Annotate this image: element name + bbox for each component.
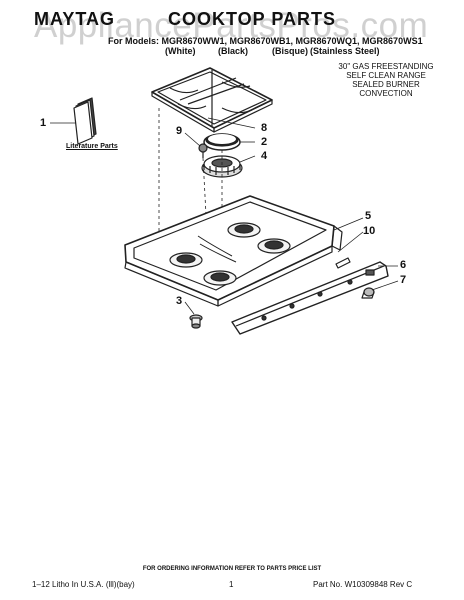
assembly-lines — [158, 108, 223, 250]
callout-3: 3 — [176, 295, 183, 307]
callout-10: 10 — [363, 225, 376, 237]
description-line: 30" GAS FREESTANDING — [338, 62, 434, 71]
leader-lines — [50, 117, 399, 315]
callout-2: 2 — [261, 136, 268, 148]
product-description: 30" GAS FREESTANDING SELF CLEAN RANGE SE… — [330, 62, 442, 98]
retaining-clip — [335, 257, 351, 269]
description-line: CONVECTION — [359, 89, 413, 98]
igniter-electrode — [198, 143, 208, 158]
cooktop-panel — [124, 195, 343, 307]
footer-litho: 1–12 Litho In U.S.A. (lll)(bay) — [32, 580, 135, 589]
page-number: 1 — [229, 580, 234, 589]
color-white: (White) — [165, 46, 196, 56]
manifold-panel — [231, 261, 389, 335]
page-title: COOKTOP PARTS — [168, 9, 337, 29]
watermark: AppliancePartsPros.com — [34, 6, 429, 45]
ordering-note: FOR ORDERING INFORMATION REFER TO PARTS … — [142, 566, 322, 572]
callout-7: 7 — [400, 274, 407, 286]
callout-9: 9 — [176, 125, 183, 137]
callout-6: 6 — [400, 259, 407, 271]
color-black: (Black) — [218, 46, 249, 56]
brand-name: MAYTAG — [34, 9, 116, 29]
models-line: For Models: MGR8670WW1, MGR8670WB1, MGR8… — [108, 36, 423, 46]
callout-1: 1 — [40, 117, 47, 129]
color-bisque: (Bisque) — [272, 46, 308, 56]
callout-8: 8 — [261, 122, 268, 134]
callout-5: 5 — [365, 210, 372, 222]
literature-parts-label: Literature Parts — [66, 143, 118, 150]
color-stainless: (Stainless Steel) — [310, 46, 380, 56]
part-number: Part No. W10309848 Rev C — [313, 580, 413, 589]
burner-grate — [151, 67, 273, 133]
callout-4: 4 — [261, 150, 268, 162]
burner-cap — [203, 133, 241, 151]
literature-booklet — [73, 97, 97, 145]
description-line: SELF CLEAN RANGE — [346, 71, 426, 80]
description-line: SEALED BURNER — [352, 80, 420, 89]
mounting-screw — [361, 287, 375, 299]
leveling-foot — [189, 314, 203, 329]
burner-head — [201, 155, 243, 178]
